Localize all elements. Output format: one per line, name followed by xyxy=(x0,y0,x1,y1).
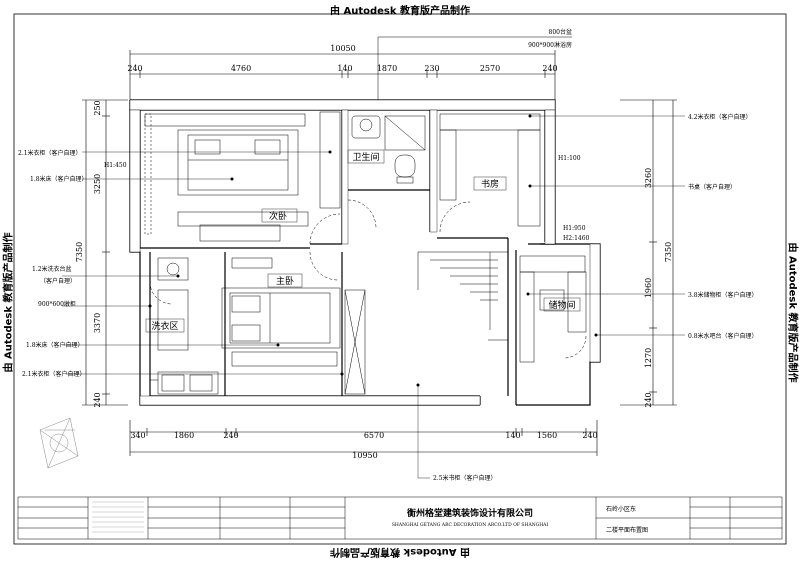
dim-left-seg: 240 xyxy=(93,392,102,407)
dim-top-seg: 140 xyxy=(337,64,352,73)
dim-right-seg: 1960 xyxy=(644,278,653,298)
dim-right-seg: 1270 xyxy=(644,348,653,368)
room-bathroom: 卫生间 xyxy=(352,151,379,163)
dim-right-total: 7350 xyxy=(664,242,673,262)
room-bedroom2: 次卧 xyxy=(269,210,287,222)
room-laundry: 洗衣区 xyxy=(151,320,178,332)
drawing-name: 二楼平面布置图 xyxy=(606,526,648,534)
dim-bottom-seg: 140 xyxy=(505,431,520,440)
dimensions-top xyxy=(130,50,555,100)
dim-top-seg: 1870 xyxy=(377,64,397,73)
project-name: 石岭小区东 xyxy=(606,505,636,513)
dimensions-left xyxy=(82,100,128,405)
dim-bottom-seg: 240 xyxy=(223,431,238,440)
dim-right-seg: 3260 xyxy=(644,168,653,188)
dim-top-seg: 240 xyxy=(127,64,142,73)
dim-top-seg: 240 xyxy=(542,64,557,73)
note-left: 900*600墩柜 xyxy=(38,300,76,308)
height-storage-2: H2:1460 xyxy=(563,235,590,242)
room-master-bedroom: 主卧 xyxy=(276,275,294,287)
company-name-cn: 衡州格堂建筑装饰设计有限公司 xyxy=(407,507,533,519)
note-basin: 800台盆 xyxy=(549,28,572,36)
note-left: 2.1米衣柜（客户自理） xyxy=(18,149,82,157)
note-left: （客户自理） xyxy=(40,277,76,285)
company-name-en: SHANGHAI GETANG ARC DECORATION ARCO.LTD … xyxy=(392,522,549,528)
dim-bottom-seg: 340 xyxy=(130,431,145,440)
room-study: 书房 xyxy=(481,178,499,190)
note-left: 2.1米衣柜（客户自理） xyxy=(22,370,86,378)
dim-top-seg: 2570 xyxy=(480,64,500,73)
dim-top-seg: 230 xyxy=(424,64,439,73)
dim-left-total: 7350 xyxy=(75,242,84,262)
title-block xyxy=(18,497,782,539)
note-right: 书桌（客户自理） xyxy=(688,183,736,191)
title-block-fine-print xyxy=(92,502,144,532)
note-shower: 900*900淋浴房 xyxy=(528,41,572,49)
dim-bottom-seg: 1560 xyxy=(537,431,557,440)
dim-left-seg: 3370 xyxy=(93,313,102,333)
height-storage-1: H1:950 xyxy=(563,225,586,232)
compass-icon xyxy=(40,418,78,468)
note-right: 3.8米储物柜（客户自理） xyxy=(688,291,758,299)
dim-left-seg: 250 xyxy=(93,100,102,115)
dim-right-seg: 240 xyxy=(644,392,653,407)
note-bottom: 2.5米书柜（客户自理） xyxy=(433,474,497,482)
note-right: 4.2米衣柜（客户自理） xyxy=(688,113,752,121)
dim-bottom-seg: 240 xyxy=(582,431,597,440)
room-storage: 储物间 xyxy=(548,299,575,311)
height-study: H1:100 xyxy=(558,155,581,162)
dim-bottom-total: 10950 xyxy=(352,451,377,460)
note-left: 1.8米床（客户自理） xyxy=(26,341,84,349)
dim-top-total: 10050 xyxy=(330,44,355,53)
note-right: 0.8米水吧台（客户自理） xyxy=(688,332,758,340)
height-bedroom2: H1:450 xyxy=(104,162,127,169)
dim-bottom-seg: 6570 xyxy=(364,431,384,440)
dim-top-seg: 4760 xyxy=(231,64,251,73)
note-left: 1.8米床（客户自理） xyxy=(30,175,88,183)
dim-left-seg: 3250 xyxy=(93,174,102,194)
dim-bottom-seg: 1860 xyxy=(174,431,194,440)
note-left: 1.2米洗衣台盆 xyxy=(32,265,72,273)
